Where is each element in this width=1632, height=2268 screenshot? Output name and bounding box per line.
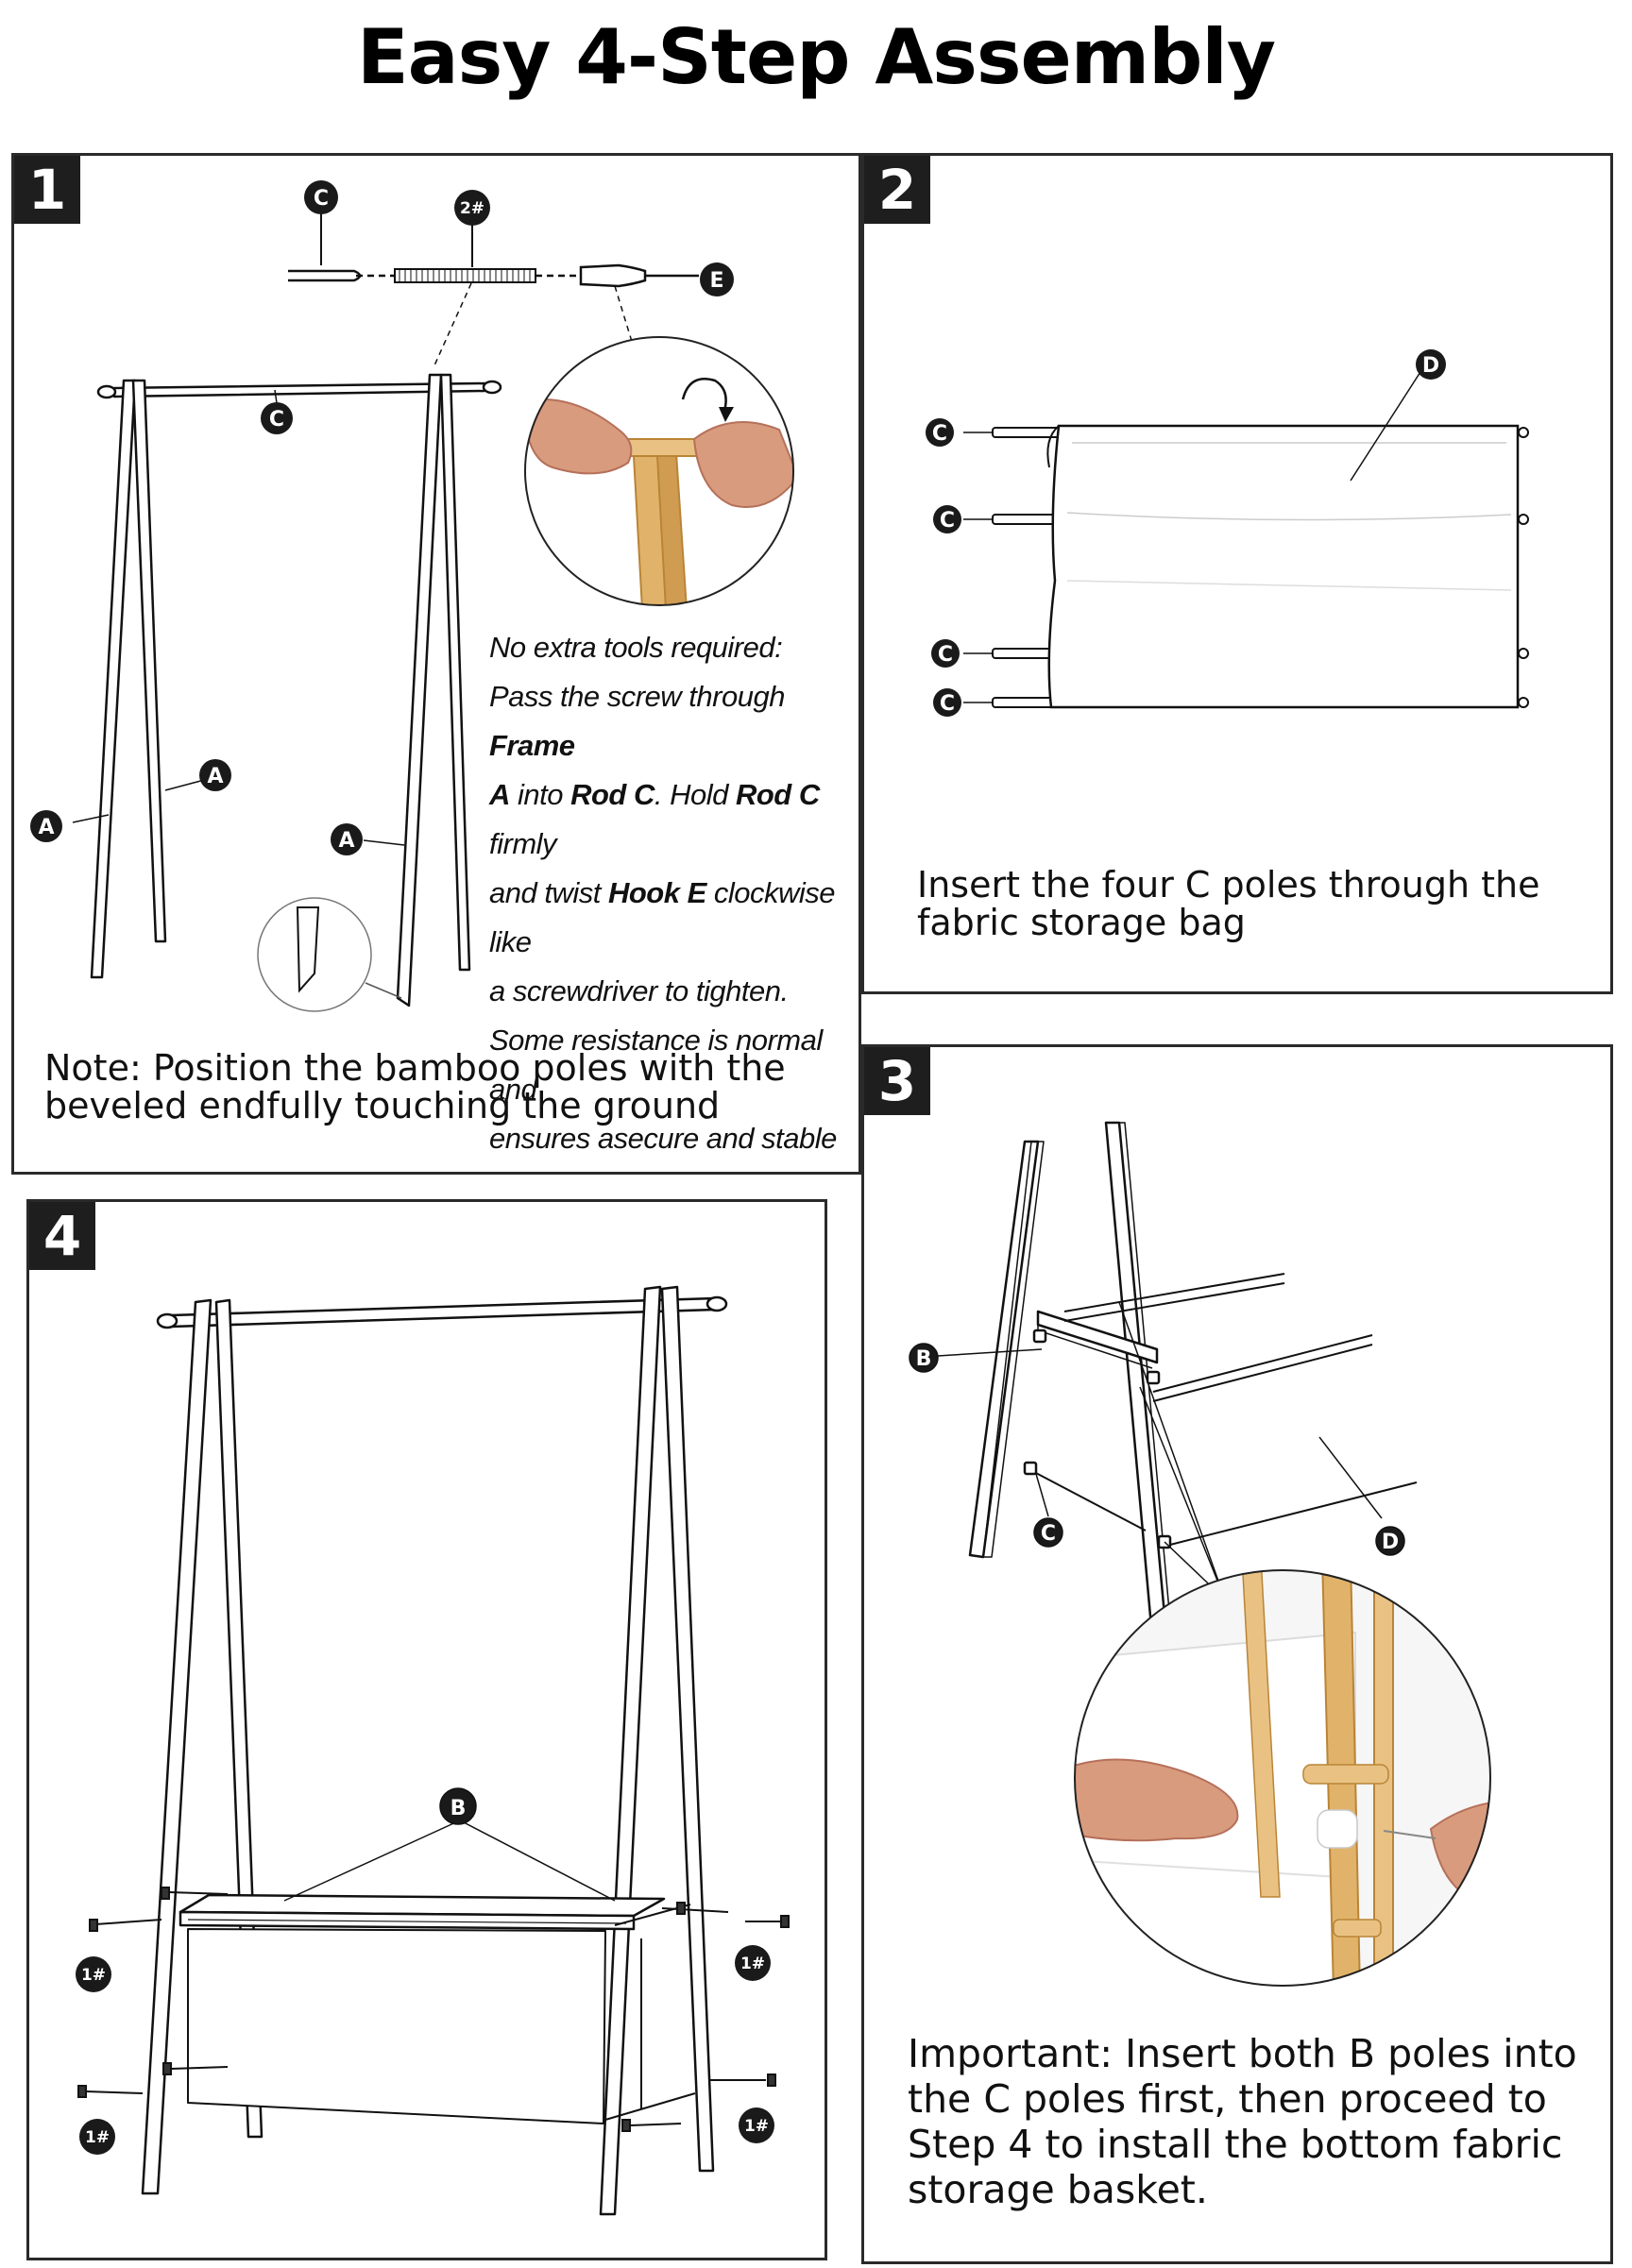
step-1-note-line: and twist Hook E clockwise like [489,869,858,967]
svg-text:C: C [940,509,955,533]
svg-text:E: E [709,269,723,293]
step-3-caption: Important: Insert both B poles into the … [908,2031,1577,2212]
svg-text:C: C [1041,1522,1056,1546]
svg-text:1#: 1# [740,1955,765,1973]
step-1-note-fragment: A [489,778,510,811]
callout-1-screw-lr: 1# [739,2107,774,2143]
step-1-illustration: C 2# E C A [30,180,794,1012]
step-3-caption-line-3: Step 4 to install the bottom fabric [908,2122,1563,2167]
step-1-note-fragment: . Hold [654,778,736,811]
callout-c-2: C [933,505,993,533]
svg-text:B: B [916,1347,932,1371]
callout-c-4: C [933,688,993,717]
step-2-panel: 2 D C [861,153,1613,994]
frame-side-view [968,1121,1418,1650]
step-2-caption-line-1: Insert the four C poles through the [917,864,1540,906]
callout-1-screw-ur: 1# [735,1945,771,1981]
step-1-note-fragment: Rod C [570,778,654,811]
step-1-caption-line-2: beveled endfully touching the ground [44,1085,721,1126]
callout-a-right: A [331,823,363,855]
svg-text:B: B [450,1797,467,1820]
step-3-caption-line-1: Important: Insert both B poles into [908,2031,1577,2076]
svg-text:C: C [938,643,953,667]
step-1-note-fragment: and twist [489,876,608,909]
step-3-caption-line-4: storage basket. [908,2167,1208,2212]
step-3-illustration: B C C D [909,1121,1491,1987]
step-1-note-fragment: Hook E [607,876,706,909]
callout-c-3: C [931,639,993,668]
svg-text:1#: 1# [81,1966,106,1985]
step-1-caption: Note: Position the bamboo poles with the… [44,1049,786,1125]
assembled-rack [141,1285,728,2216]
step-1-note-fragment: No extra tools required: [489,631,783,664]
step-1-note-fragment: a screwdriver to tighten. [489,974,789,1007]
step-1-panel: 1 C 2# E [11,153,861,1175]
svg-text:C: C [940,692,955,716]
callout-d: D [1318,1436,1405,1556]
step-1-note-fragment: firmly [489,827,557,860]
page-title: Easy 4-Step Assembly [357,13,1276,101]
callout-c-left: C [1033,1473,1063,1548]
frame-drawing [90,373,502,1007]
callout-c-frame: C [261,402,293,434]
svg-text:A: A [338,829,354,853]
svg-text:C: C [314,187,329,211]
svg-text:C: C [932,422,947,446]
svg-text:1#: 1# [85,2128,110,2147]
svg-text:C: C [269,408,284,432]
step-1-caption-line-1: Note: Position the bamboo poles with the [44,1047,786,1089]
svg-text:D: D [1422,354,1439,378]
svg-text:A: A [38,816,54,839]
svg-text:1#: 1# [744,2117,769,2136]
step-1-note-fragment: clockwise like [489,876,836,958]
callout-2-screw: 2# [454,190,490,226]
step-1-note-line: A into Rod C. Hold Rod C firmly [489,770,858,869]
callout-a-mid: A [199,759,231,791]
callout-b: B [283,1787,616,1902]
step-4-panel: 4 B [26,1199,827,2260]
step-3-number: 3 [864,1047,930,1115]
bevel-detail-inset [257,897,402,1012]
step-1-note-line: No extra tools required: [489,623,858,672]
step-4-number: 4 [29,1202,95,1270]
svg-text:2#: 2# [460,199,484,218]
step-1-note-fragment: Frame [489,729,575,762]
callout-1-screw-ul: 1# [76,1956,111,1992]
step-1-number: 1 [14,156,80,224]
screws-1 [77,1887,790,2132]
exploded-rod-assembly [288,212,699,366]
fabric-bag-d [1046,361,1520,709]
step-1-note-fragment: into [509,778,571,811]
step-1-note-fragment: ensures asecure and stable frame [489,1122,837,1172]
callout-b: B [909,1343,1043,1373]
step-1-note-line: Pass the screw through Frame [489,672,858,770]
step-2-caption: Insert the four C poles through the fabr… [917,866,1539,941]
svg-text:A: A [207,765,223,788]
callout-d: D [1416,349,1446,380]
callout-1-screw-ll: 1# [79,2119,115,2155]
step-1-note-line: a screwdriver to tighten. [489,967,858,1016]
insert-photo-inset [1074,1569,1491,1987]
step-1-note-fragment: Some resistance is normal and [489,1024,823,1106]
step-1-instructions: No extra tools required: Pass the screw t… [489,623,858,1172]
step-2-illustration: D C C C C [926,349,1529,717]
callout-c-top: C [304,180,338,214]
step-1-note-line: Some resistance is normal and [489,1016,858,1114]
step-3-caption-line-2: the C poles first, then proceed to [908,2076,1547,2122]
step-4-illustration: B 1# 1# [76,1285,790,2216]
twist-photo-inset [524,336,794,606]
step-2-number: 2 [864,156,930,224]
step-1-note-line: ensures asecure and stable frame [489,1114,858,1172]
callout-c-1: C [926,418,993,447]
svg-text:D: D [1382,1531,1399,1554]
step-1-note-fragment: Rod C [735,778,820,811]
step-3-panel: 3 B C [861,1044,1613,2264]
step-2-caption-line-2: fabric storage bag [917,902,1246,943]
callout-a-left: A [30,810,62,842]
callout-e: E [700,262,734,296]
step-1-note-fragment: Pass the screw through [489,680,785,713]
